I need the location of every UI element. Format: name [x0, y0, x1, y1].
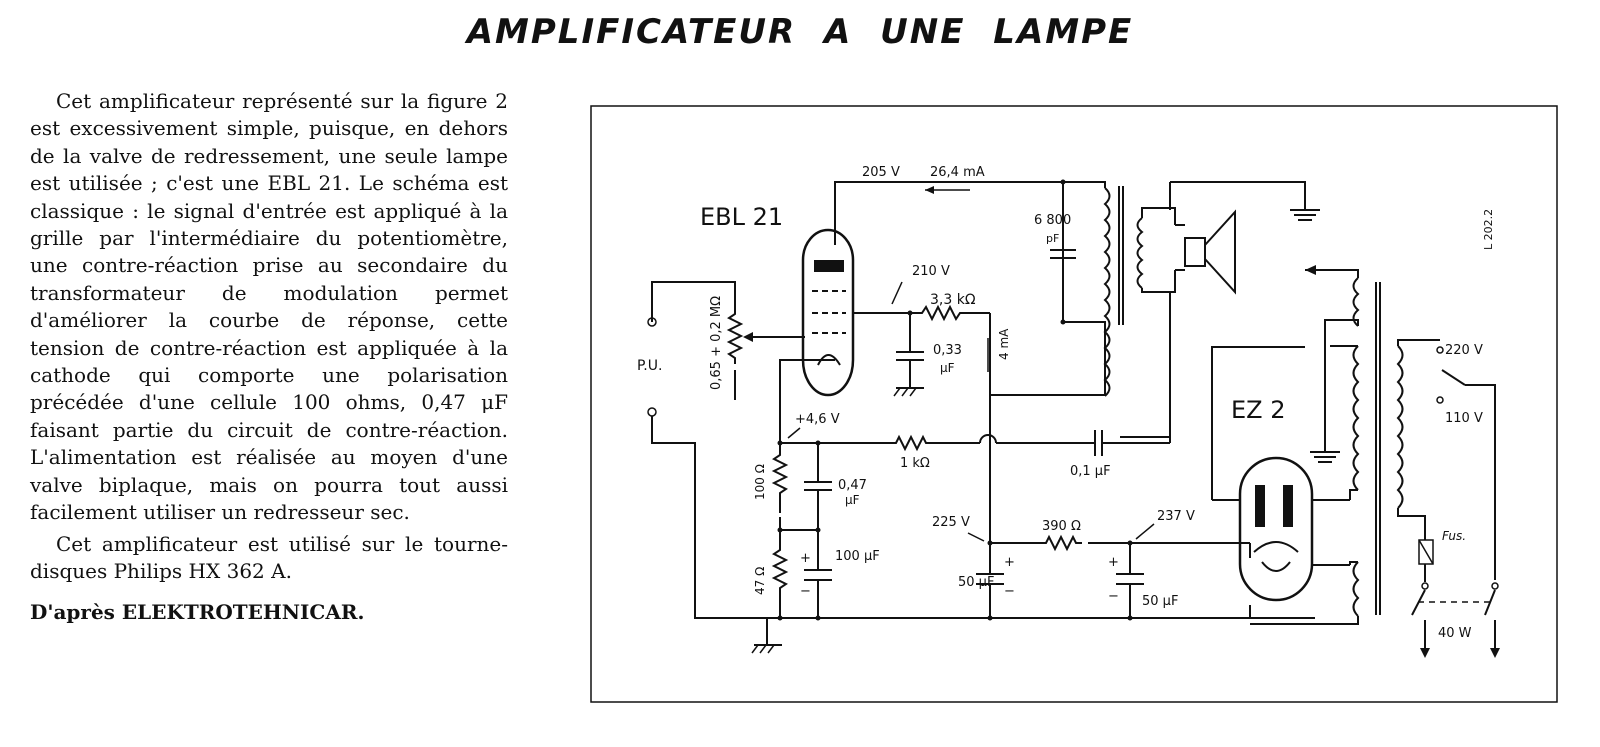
article-credit: D'après ELEKTROTEHNICAR.	[30, 600, 365, 625]
label-uf-047: μF	[845, 493, 860, 507]
label-210v: 210 V	[912, 264, 950, 279]
label-205v: 205 V	[862, 165, 900, 180]
label-3k3: 3,3 kΩ	[930, 292, 976, 308]
article-paragraph-2: Cet amplificateur est utilisé sur le tou…	[30, 531, 508, 583]
label-47ohm: 47 Ω	[753, 567, 767, 595]
label-6800: 6 800	[1034, 213, 1071, 228]
tube-label-ez2: EZ 2	[1231, 396, 1286, 424]
plus-50uf-b: +	[1108, 555, 1119, 570]
label-047: 0,47	[838, 478, 867, 493]
label-237v: 237 V	[1157, 509, 1195, 524]
label-uf-033: μF	[940, 361, 955, 375]
minus-50uf-b: −	[1108, 589, 1119, 604]
plus-100uf: +	[800, 551, 811, 566]
page-title: AMPLIFICATEUR A UNE LAMPE	[466, 12, 1134, 52]
power-transformer	[1352, 277, 1404, 617]
label-220v: 220 V	[1445, 343, 1483, 358]
label-40w: 40 W	[1438, 626, 1472, 641]
label-4ma: 4 mA	[997, 328, 1011, 360]
label-pot: 0,65 + 0,2 MΩ	[709, 296, 724, 390]
label-1k: 1 kΩ	[900, 456, 930, 471]
label-110v: 110 V	[1445, 411, 1483, 426]
label-390ohm: 390 Ω	[1042, 519, 1081, 534]
label-033: 0,33	[933, 343, 962, 358]
plus-50uf-a: +	[1004, 555, 1015, 570]
label-225v: 225 V	[932, 515, 970, 530]
label-pu: P.U.	[637, 358, 662, 374]
label-fus: Fus.	[1442, 529, 1466, 543]
label-50uf-a: 50 μF	[958, 575, 994, 590]
label-100ohm: 100 Ω	[753, 464, 767, 500]
article-paragraph-1: Cet amplificateur représenté sur la figu…	[30, 89, 508, 525]
tube-label-ebl21: EBL 21	[700, 203, 783, 231]
schematic-frame	[590, 105, 1558, 703]
minus-100uf: −	[800, 584, 811, 599]
label-01uf: 0,1 μF	[1070, 464, 1111, 479]
ez2-tube	[1238, 456, 1314, 602]
label-pf: pF	[1046, 232, 1059, 245]
minus-50uf-a: −	[1004, 584, 1015, 599]
ebl21-tube	[801, 228, 855, 397]
figure-reference: L 202.2	[1482, 209, 1495, 250]
label-50uf-b: 50 μF	[1142, 594, 1178, 609]
label-26ma: 26,4 mA	[930, 165, 985, 180]
output-transformer	[1103, 186, 1144, 397]
label-100uf: 100 μF	[835, 549, 880, 564]
label-4v6: +4,6 V	[795, 412, 840, 427]
circuit-schematic: EBL 21 205 V 26,4 mA 6 800 pF 210 V 3,3 …	[590, 105, 1558, 703]
article-text: Cet amplificateur représenté sur la figu…	[30, 88, 508, 627]
